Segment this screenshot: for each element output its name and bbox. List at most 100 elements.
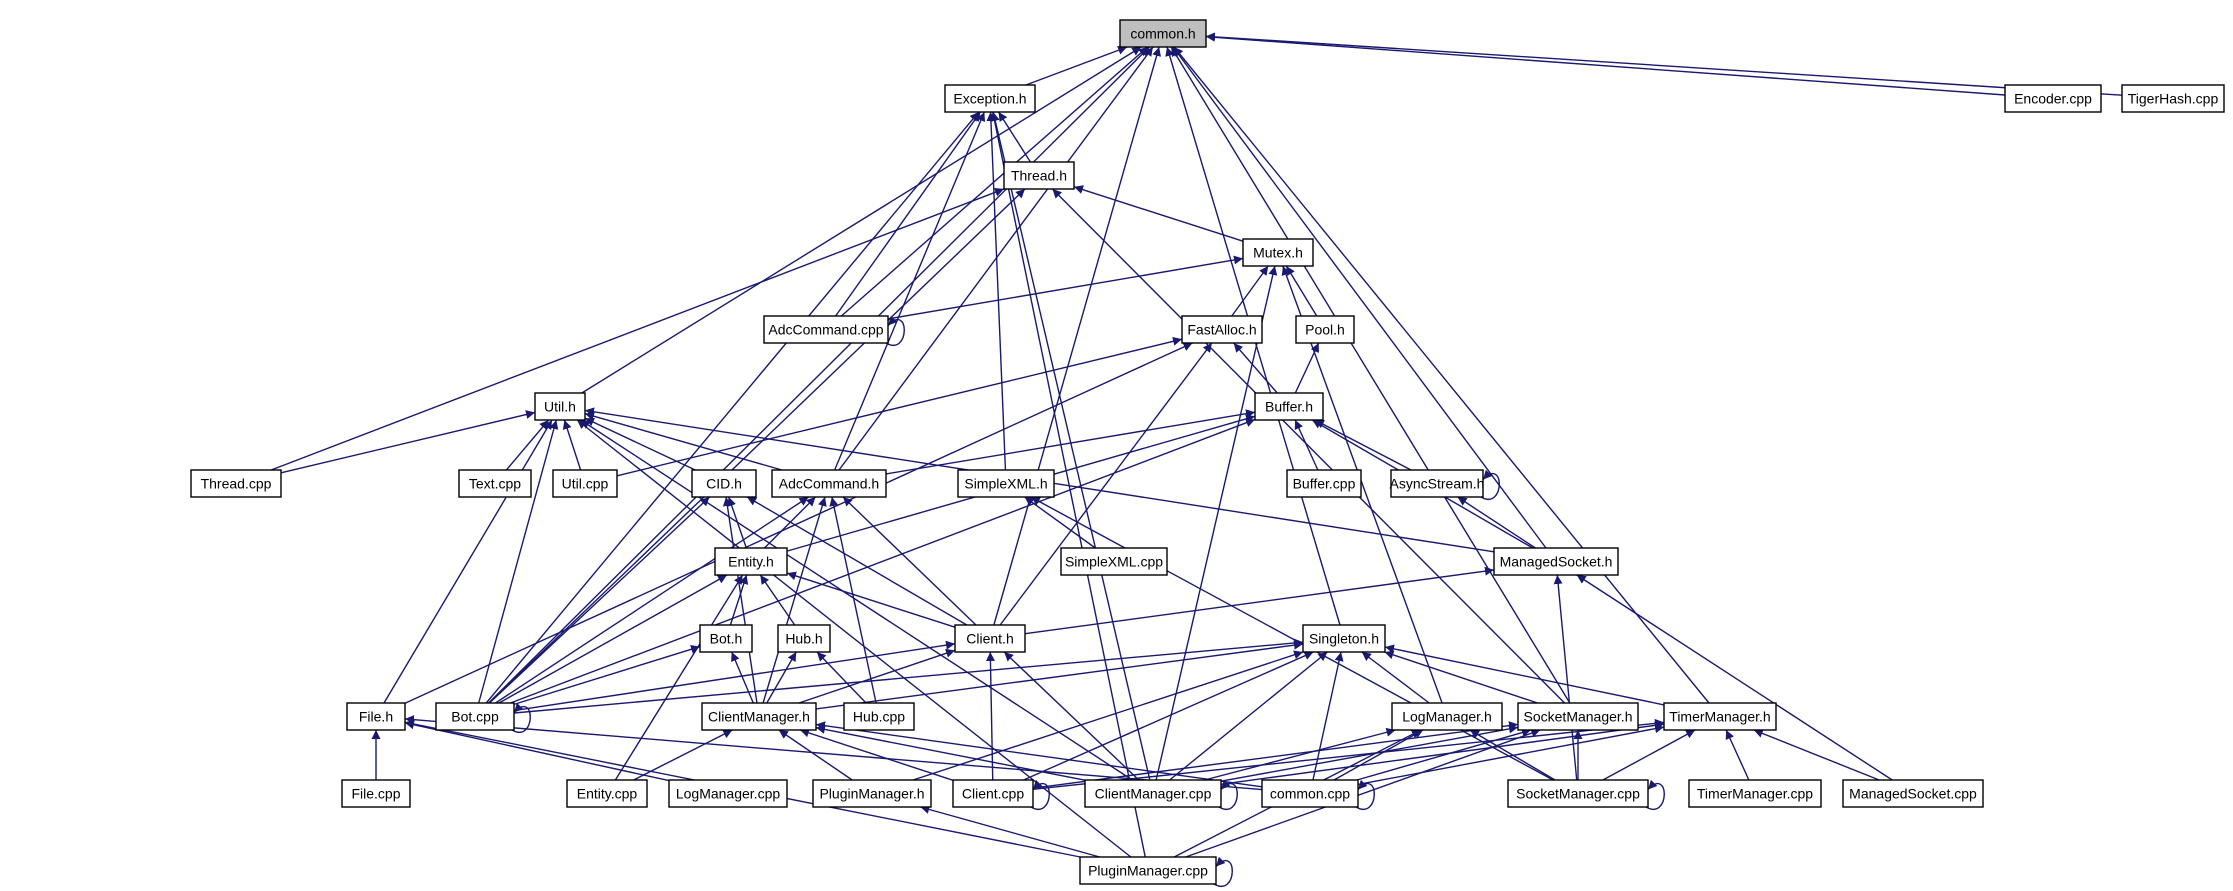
node-box — [346, 702, 406, 731]
node-asyncstream-h[interactable]: AsyncStream.h — [1390, 469, 1485, 498]
edge-fastalloc_h-to-mutex_h — [1231, 265, 1269, 317]
node-buffer-h[interactable]: Buffer.h — [1254, 392, 1324, 421]
node-clientmanager-cpp[interactable]: ClientManager.cpp — [1084, 779, 1222, 808]
edge-common_cpp-to-clientmanager_h — [815, 721, 1263, 788]
edge-entity_cpp-to-entity_h — [614, 574, 744, 781]
node-file-cpp[interactable]: File.cpp — [341, 779, 411, 808]
node-text-cpp[interactable]: Text.cpp — [458, 469, 532, 498]
node-mutex-h[interactable]: Mutex.h — [1242, 238, 1314, 267]
edge-util_cpp-to-util_h — [562, 419, 582, 471]
node-util-h[interactable]: Util.h — [534, 392, 586, 421]
node-hub-h[interactable]: Hub.h — [777, 624, 831, 653]
edge-common_cpp-to-socketmanager_h — [1356, 728, 1532, 781]
edge-asyncstream_h-to-buffer_h — [1314, 419, 1412, 471]
node-box — [435, 702, 515, 731]
node-label: AdcCommand.h — [779, 476, 879, 492]
edge-managedsocket_h-to-common_h — [1172, 46, 1547, 549]
edge-client_cpp-to-client_h — [985, 651, 995, 781]
node-simplexml-cpp[interactable]: SimpleXML.cpp — [1060, 547, 1168, 576]
node-encoder-cpp[interactable]: Encoder.cpp — [2004, 84, 2102, 113]
edge-thread_cpp-to-thread_h — [270, 187, 1005, 471]
edge-entity_cpp-to-clientmanager_h — [633, 729, 733, 781]
node-singleton-h[interactable]: Singleton.h — [1302, 624, 1386, 653]
edge-util_h-to-common_h — [581, 46, 1142, 394]
node-entity-h[interactable]: Entity.h — [714, 547, 788, 576]
node-box — [954, 624, 1026, 653]
node-pluginmanager-cpp[interactable]: PluginManager.cpp — [1079, 856, 1217, 885]
node-logmanager-h[interactable]: LogManager.h — [1391, 702, 1503, 731]
node-exception-h[interactable]: Exception.h — [944, 84, 1036, 113]
node-hub-cpp[interactable]: Hub.cpp — [843, 702, 915, 731]
edge-socketmanager_h-to-singleton_h — [1384, 650, 1538, 704]
node-label: Client.cpp — [962, 786, 1024, 802]
node-socketmanager-cpp[interactable]: SocketManager.cpp — [1507, 779, 1649, 808]
node-bot-h[interactable]: Bot.h — [699, 624, 753, 653]
edge-simplexml_h-to-exception_h — [986, 111, 1007, 471]
edge-exception_h-to-common_h — [1025, 45, 1128, 86]
node-entity-cpp[interactable]: Entity.cpp — [566, 779, 648, 808]
node-bot-cpp[interactable]: Bot.cpp — [435, 702, 515, 731]
node-common-cpp[interactable]: common.cpp — [1261, 779, 1359, 808]
node-timermanager-h[interactable]: TimerManager.h — [1663, 702, 1777, 731]
node-pluginmanager-h[interactable]: PluginManager.h — [812, 779, 932, 808]
node-buffer-cpp[interactable]: Buffer.cpp — [1286, 469, 1362, 498]
node-box — [1663, 702, 1777, 731]
edge-client_h-to-common_h — [993, 46, 1161, 626]
node-label: AdcCommand.cpp — [768, 322, 883, 338]
edge-managedsocket_cpp-to-timermanager_h — [1753, 729, 1880, 781]
node-managedsocket-cpp[interactable]: ManagedSocket.cpp — [1842, 779, 1984, 808]
node-box — [714, 547, 788, 576]
node-label: Util.h — [544, 399, 576, 415]
node-box — [1507, 779, 1649, 808]
node-label: Entity.cpp — [577, 786, 638, 802]
node-logmanager-cpp[interactable]: LogManager.cpp — [668, 779, 788, 808]
edge-socketmanager_cpp-to-socketmanager_cpp — [1645, 779, 1665, 810]
node-managedsocket-h[interactable]: ManagedSocket.h — [1493, 547, 1619, 576]
node-box — [944, 84, 1036, 113]
edge-client_cpp-to-socketmanager_h — [1032, 721, 1519, 789]
edge-simplexml_cpp-to-simplexml_h — [1024, 496, 1096, 549]
node-common-h[interactable]: common.h — [1119, 19, 1207, 48]
edge-pluginmanager_cpp-to-socketmanager_h — [1185, 728, 1541, 858]
node-label: Buffer.h — [1265, 399, 1313, 415]
edge-common_cpp-to-common_cpp — [1355, 779, 1375, 810]
edge-cid_h-to-util_h — [584, 417, 696, 471]
node-box — [1084, 779, 1222, 808]
edge-clientmanager_cpp-to-logmanager_h — [1204, 727, 1396, 781]
node-clientmanager-h[interactable]: ClientManager.h — [701, 702, 817, 731]
node-client-cpp[interactable]: Client.cpp — [952, 779, 1034, 808]
node-util-cpp[interactable]: Util.cpp — [552, 469, 618, 498]
edge-common_cpp-to-timermanager_h — [1357, 724, 1665, 786]
node-file-h[interactable]: File.h — [346, 702, 406, 731]
node-simplexml-h[interactable]: SimpleXML.h — [957, 469, 1055, 498]
edge-clientmanager_cpp-to-singleton_h — [1169, 651, 1328, 781]
node-adccommand-cpp[interactable]: AdcCommand.cpp — [763, 315, 889, 344]
edge-clientmanager_cpp-to-clientmanager_h — [815, 724, 1086, 781]
node-client-h[interactable]: Client.h — [954, 624, 1026, 653]
edge-hub_h-to-entity_h — [759, 574, 796, 626]
edge-clientmanager_cpp-to-clientmanager_cpp — [1218, 779, 1238, 810]
edge-bot_cpp-to-buffer_h — [510, 418, 1256, 704]
node-label: SocketManager.cpp — [1516, 786, 1640, 802]
edge-pluginmanager_cpp-to-exception_h — [990, 111, 1146, 858]
edge-layer — [270, 32, 2123, 887]
node-tigerhash-cpp[interactable]: TigerHash.cpp — [2121, 84, 2225, 113]
edge-pool_h-to-mutex_h — [1285, 265, 1318, 317]
edge-adccommand_h-to-buffer_h — [885, 409, 1256, 475]
node-timermanager-cpp[interactable]: TimerManager.cpp — [1688, 779, 1822, 808]
node-socketmanager-h[interactable]: SocketManager.h — [1517, 702, 1639, 731]
edge-socketmanager_h-to-common_h — [1170, 46, 1571, 704]
node-adccommand-h[interactable]: AdcCommand.h — [771, 469, 887, 498]
edge-client_h-to-entity_h — [786, 571, 956, 628]
node-cid-h[interactable]: CID.h — [691, 469, 757, 498]
edge-bot_cpp-to-singleton_h — [513, 638, 1304, 714]
node-fastalloc-h[interactable]: FastAlloc.h — [1181, 315, 1263, 344]
node-pool-h[interactable]: Pool.h — [1295, 315, 1355, 344]
node-thread-cpp[interactable]: Thread.cpp — [190, 469, 282, 498]
edge-thread_cpp-to-util_h — [280, 410, 536, 474]
edge-clientmanager_h-to-bot_h — [731, 651, 754, 704]
node-box — [2004, 84, 2102, 113]
node-thread-h[interactable]: Thread.h — [1003, 161, 1075, 190]
